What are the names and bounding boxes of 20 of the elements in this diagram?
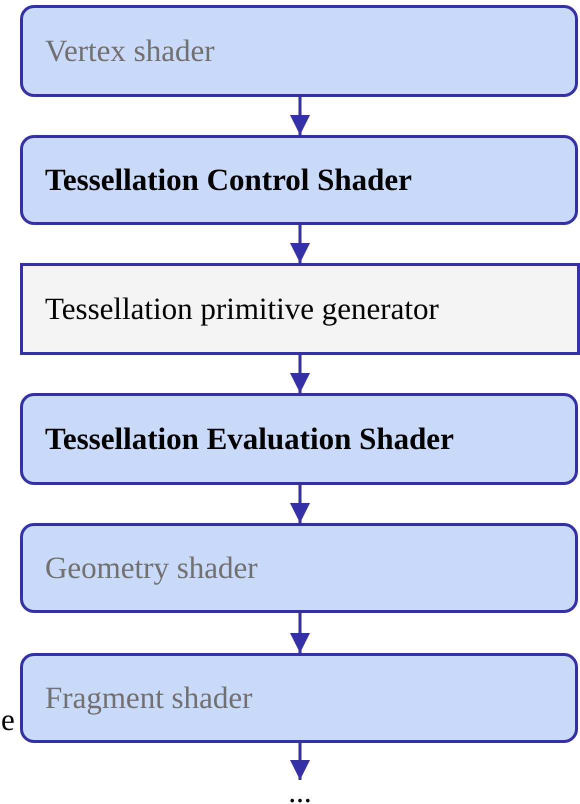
fixed-stage-box	[20, 263, 580, 355]
shader-stage-box	[20, 135, 578, 225]
arrow	[290, 485, 310, 523]
shader-stage-box	[20, 5, 578, 97]
partial-text: e	[1, 701, 15, 739]
arrow	[290, 613, 310, 653]
stage-label: Tessellation primitive generator	[44, 291, 439, 327]
shader-stage-box	[20, 653, 578, 743]
stage-label: Tessellation Control Shader	[44, 162, 412, 198]
ellipsis-text: ...	[288, 780, 312, 804]
arrow	[290, 225, 310, 263]
stage-label: Geometry shader	[44, 550, 258, 586]
stage-label: Tessellation Evaluation Shader	[44, 421, 454, 457]
shader-stage-box	[20, 523, 578, 613]
arrow	[290, 97, 310, 135]
stage-label: Fragment shader	[44, 680, 252, 716]
arrow	[290, 355, 310, 393]
shader-stage-box	[20, 393, 578, 485]
arrow	[290, 743, 310, 780]
stage-label: Vertex shader	[44, 33, 215, 69]
